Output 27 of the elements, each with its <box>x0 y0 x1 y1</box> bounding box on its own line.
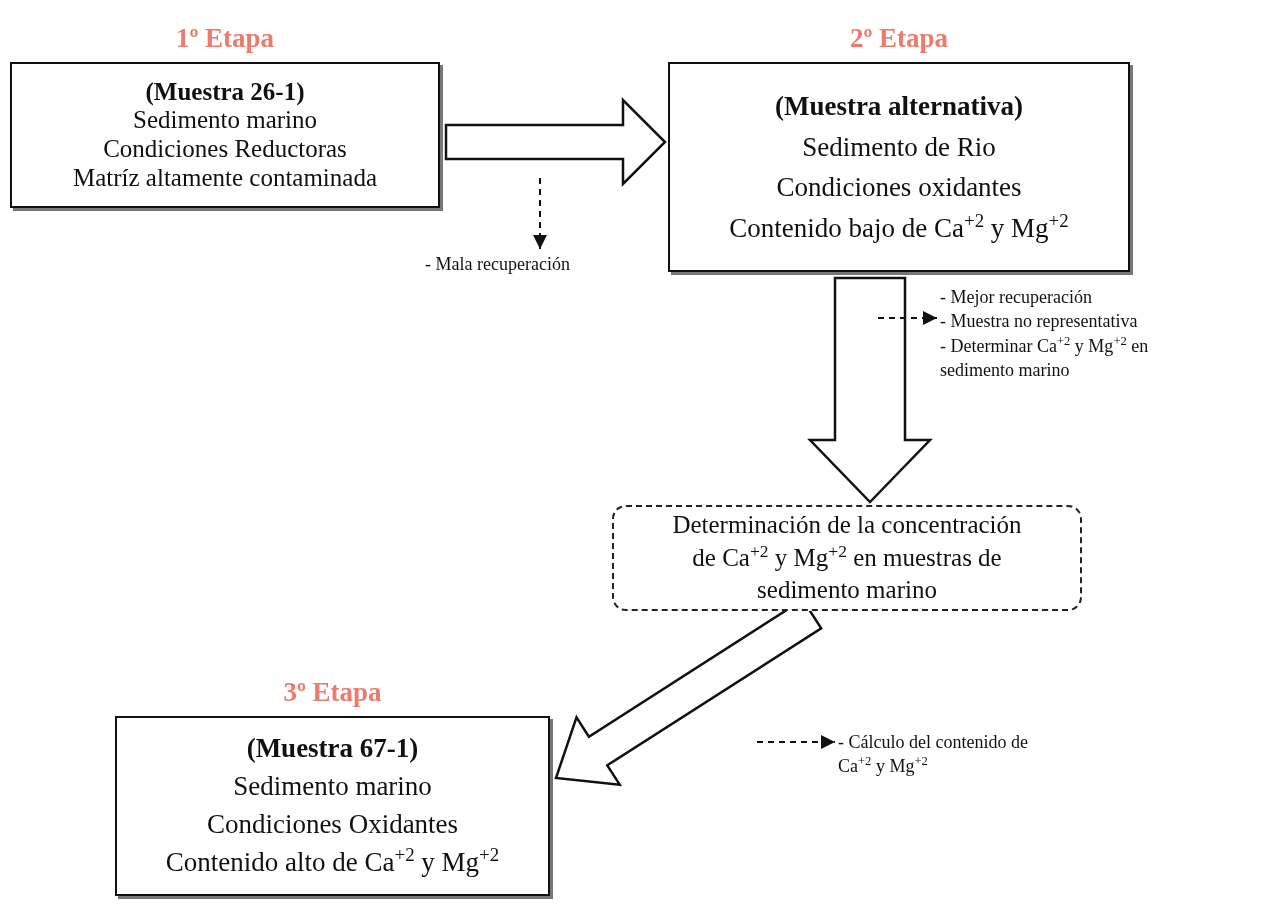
box-text: Condiciones Oxidantes <box>206 808 459 841</box>
box-title: (Muestra 26-1) <box>145 77 305 107</box>
note-text: - Mejor recuperación <box>940 286 1093 309</box>
box-text: Contenido bajo de Ca$^{+2}$ y Mg$^{+2}$ <box>729 208 1069 245</box>
box-title: (Muestra alternativa) <box>774 90 1024 123</box>
note-text: - Muestra no representativa <box>940 310 1139 334</box>
stage-heading: 1º Etapa <box>175 22 275 55</box>
dashed-arrow <box>877 311 938 325</box>
box-text: Contenido alto de Ca$^{+2}$ y Mg$^{+2}$ <box>165 843 500 879</box>
stage-heading: 2º Etapa <box>849 22 949 55</box>
box-text: Condiciones Reductoras <box>103 135 347 164</box>
block-arrow <box>807 276 933 504</box>
box-text: Sedimento marino <box>133 106 317 135</box>
dashed-rounded-box <box>612 505 1082 611</box>
box-text: Matríz altamente contaminada <box>73 163 377 193</box>
note-text: - Determinar Ca$^{+2}$ y Mg$^{+2}$ en sedimento marino <box>940 333 1150 382</box>
stage-heading: 3º Etapa <box>283 676 382 709</box>
box-title: (Muestra 67-1) <box>246 732 419 766</box>
box-text: Determinación de la concentración de Ca$^{+2}$ y Mg$^{+2}$ en muestras de sedimento marino <box>671 510 1023 606</box>
block-arrow <box>444 97 667 187</box>
dashed-arrow <box>533 177 547 250</box>
box-text: Sedimento marino <box>233 770 432 804</box>
note-text: - Cálculo del contenido de Ca$^{+2}$ y Mg$^{+2}$ <box>838 731 1029 779</box>
box-text: Condiciones oxidantes <box>776 171 1022 204</box>
box-text: Sedimento de Rio <box>802 130 996 164</box>
dashed-arrow <box>756 735 836 749</box>
note-text: - Mala recuperación <box>425 253 571 276</box>
